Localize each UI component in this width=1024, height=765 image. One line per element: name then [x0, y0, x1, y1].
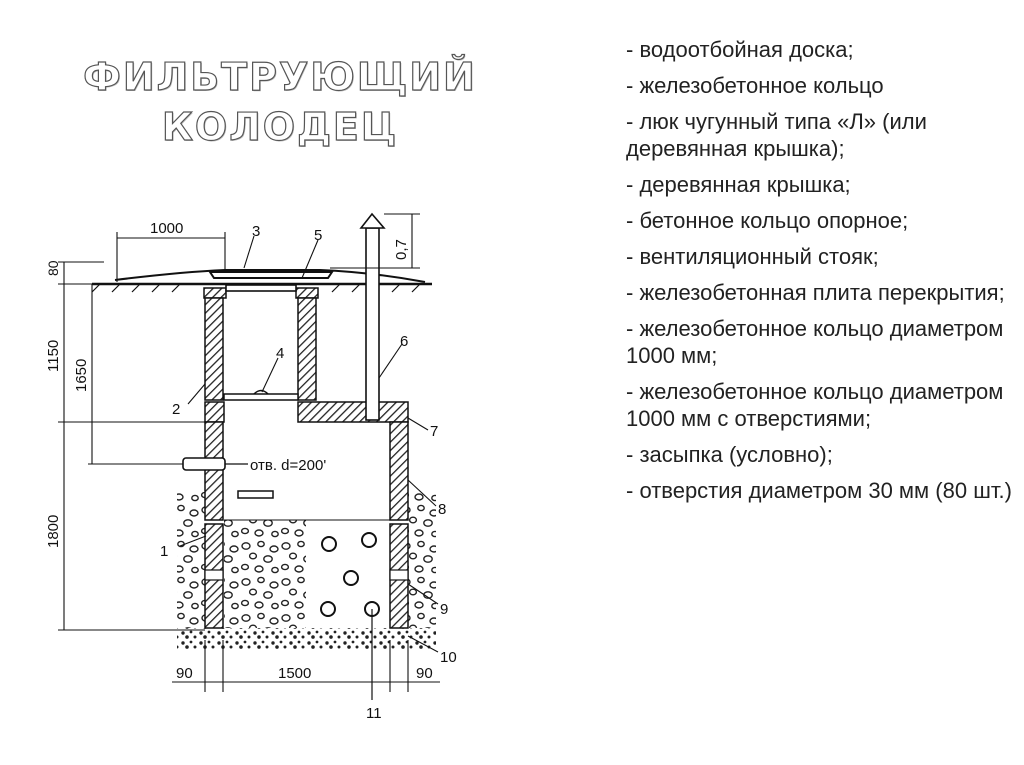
- support-ring-right: [295, 287, 319, 299]
- legend-item: - водоотбойная доска;: [626, 37, 854, 62]
- dim-07: 0,7: [393, 239, 410, 260]
- neck-wall-left: [204, 297, 224, 401]
- wall-hole-right: [389, 569, 409, 581]
- legend-item: - железобетонное кольцо диаметром 1000 м…: [626, 379, 1004, 431]
- ring-wall-left-upper: [204, 421, 224, 521]
- callout-11: 11: [366, 705, 382, 722]
- dimension-lines: [58, 213, 440, 692]
- legend-item: - бетонное кольцо опорное;: [626, 208, 909, 233]
- callout-4: 4: [276, 345, 284, 362]
- filter-fill: [224, 520, 306, 628]
- ground-hatch: [91, 283, 421, 293]
- wooden-lid: [223, 393, 299, 401]
- splash-board: [237, 490, 274, 499]
- dim-1800: 1800: [45, 515, 62, 548]
- vent-pipe-cap: [359, 212, 386, 229]
- wall-hole-left: [204, 569, 224, 581]
- backfill-outer-left: [177, 492, 205, 628]
- cover-slab-left: [204, 401, 225, 423]
- legend-item: - деревянная крышка;: [626, 172, 851, 197]
- legend-item: - вентиляционный стояк;: [626, 244, 879, 269]
- callout-10: 10: [440, 649, 457, 666]
- callout-9: 9: [440, 601, 448, 618]
- vent-pipe: [365, 227, 380, 421]
- inlet-pipe-label: отв. d=200': [250, 457, 326, 474]
- ring-holes: [320, 532, 380, 617]
- callout-3: 3: [252, 223, 260, 240]
- lid-handle: [253, 389, 269, 395]
- legend-item: - железобетонное кольцо: [626, 73, 884, 98]
- dim-80: 80: [45, 260, 61, 276]
- support-ring-left: [203, 287, 227, 299]
- callout-8: 8: [438, 501, 446, 518]
- legend-item: - железобетонное кольцо диаметром 1000 м…: [626, 316, 1004, 368]
- legend-item: - железобетонная плита перекрытия;: [626, 280, 1005, 305]
- legend-list: - водоотбойная доска; - железобетонное к…: [626, 36, 1016, 513]
- callout-7: 7: [430, 423, 438, 440]
- cover-slab-right: [297, 401, 409, 423]
- backfill-outer-right: [408, 492, 436, 628]
- callout-5: 5: [314, 227, 322, 244]
- title-line-1: ФИЛЬТРУЮЩИЙ: [83, 54, 477, 99]
- title-line-2: КОЛОДЕЦ: [161, 104, 399, 149]
- legend-item: - люк чугунный типа «Л» (или деревянная …: [626, 109, 927, 161]
- callout-1: 1: [160, 543, 168, 560]
- dim-1000: 1000: [150, 220, 183, 237]
- legend-item: - засыпка (условно);: [626, 442, 833, 467]
- dim-90-right: 90: [416, 665, 433, 682]
- dim-1150: 1150: [45, 340, 62, 372]
- gravel-bed: [177, 628, 436, 650]
- manhole-cover: [225, 284, 297, 292]
- dim-1650: 1650: [73, 359, 90, 392]
- callout-6: 6: [400, 333, 408, 350]
- baffle-board: [208, 271, 334, 279]
- neck-wall-right: [297, 297, 317, 401]
- callout-leaders: [179, 235, 439, 653]
- dim-1500: 1500: [278, 665, 311, 682]
- dim-90-left: 90: [176, 665, 193, 682]
- inlet-pipe: [182, 457, 226, 471]
- ring-wall-right-upper: [389, 421, 409, 521]
- legend-item: - отверстия диаметром 30 мм (80 шт.): [626, 478, 1012, 503]
- diagram-title: ФИЛЬТРУЮЩИЙ КОЛОДЕЦ: [80, 52, 480, 152]
- callout-2: 2: [172, 401, 180, 418]
- earth-mound: [114, 269, 426, 283]
